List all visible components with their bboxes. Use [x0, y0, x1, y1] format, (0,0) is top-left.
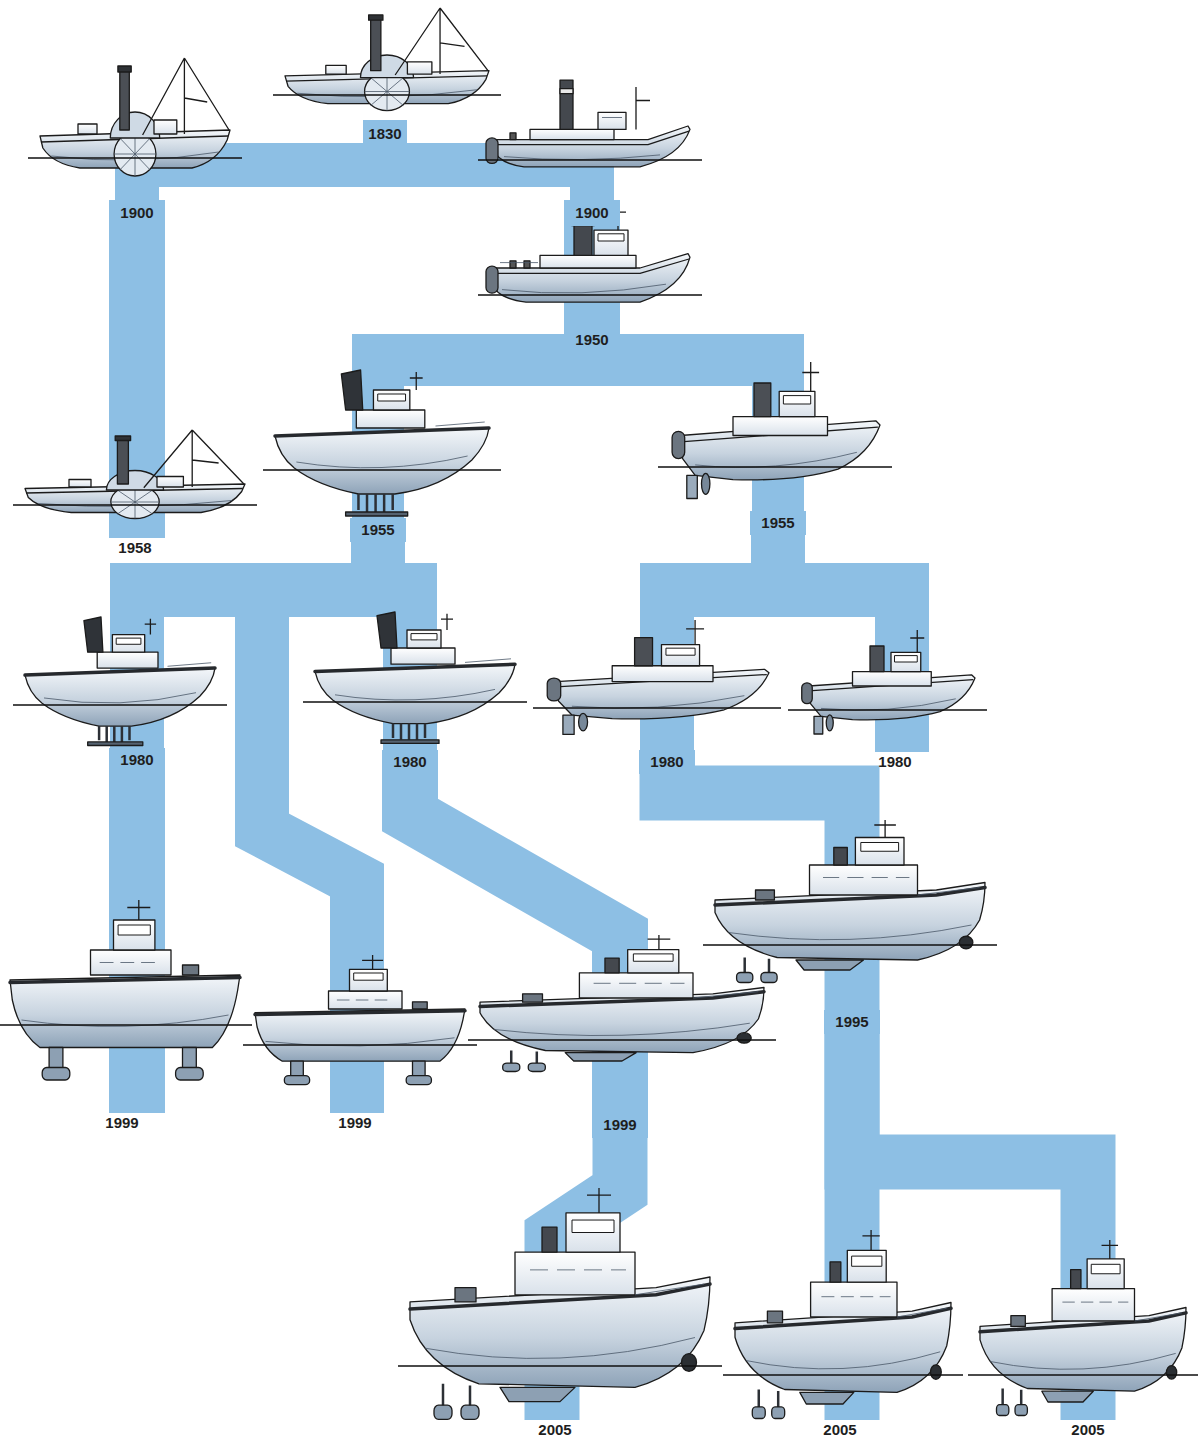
conventional-tug — [672, 362, 880, 499]
modern-tug — [715, 820, 985, 983]
lineage-band — [852, 1034, 1088, 1420]
year-label: 2005 — [1071, 1422, 1104, 1439]
lineage-band — [262, 542, 378, 1113]
tractor-tug — [255, 955, 465, 1085]
year-node-end: 2005 — [810, 1420, 870, 1440]
year-node-end: 1999 — [92, 1113, 152, 1133]
lineage-band — [385, 148, 592, 200]
year-label: 1958 — [118, 540, 151, 557]
year-label: 1900 — [575, 205, 608, 222]
voith-tug — [25, 617, 215, 745]
year-node: 1955 — [750, 511, 806, 535]
year-node-end: 1980 — [865, 752, 925, 772]
year-node-end: 2005 — [1058, 1420, 1118, 1440]
year-label: 1955 — [361, 522, 394, 539]
year-label: 1980 — [393, 754, 426, 771]
lineage-band — [552, 1138, 620, 1420]
year-node: 1950 — [564, 328, 620, 352]
year-node: 1995 — [824, 1010, 880, 1034]
paddle-tug — [40, 58, 230, 176]
paddle-tug — [25, 430, 245, 519]
lineage-band — [410, 774, 620, 1112]
year-node-end: 2005 — [525, 1420, 585, 1440]
year-label: 1999 — [603, 1117, 636, 1134]
modern-tug — [735, 1230, 951, 1419]
tractor-tug — [10, 900, 240, 1080]
modern-tug — [480, 935, 764, 1072]
screw-tug — [486, 80, 690, 167]
lineage-band — [564, 226, 620, 328]
voith-tug — [315, 612, 515, 743]
conventional-tug — [547, 620, 769, 734]
year-node-end: 1999 — [325, 1113, 385, 1133]
year-node: 1980 — [639, 750, 695, 774]
voith-tug — [275, 370, 489, 516]
year-node: 1830 — [363, 120, 407, 148]
year-label: 1955 — [761, 515, 794, 532]
year-node-end: 1958 — [100, 538, 170, 558]
lineage-band — [109, 226, 165, 538]
modern-tug — [410, 1188, 710, 1419]
year-node: 1980 — [109, 748, 165, 772]
year-label: 1999 — [338, 1115, 371, 1132]
lineage-band — [592, 352, 778, 511]
lineage-band — [667, 774, 852, 1010]
year-label: 1830 — [368, 126, 401, 143]
year-label: 1950 — [575, 332, 608, 349]
year-label: 1900 — [120, 205, 153, 222]
conventional-tug — [802, 630, 975, 734]
lineage-band — [378, 352, 592, 518]
lineage-band — [137, 148, 385, 200]
year-label: 1999 — [105, 1115, 138, 1132]
year-node: 1980 — [382, 750, 438, 774]
year-node: 1900 — [109, 200, 165, 226]
year-label: 1980 — [650, 754, 683, 771]
year-node: 1999 — [592, 1112, 648, 1138]
lineage-band — [778, 535, 902, 752]
year-label: 2005 — [538, 1422, 571, 1439]
modern-tug — [980, 1240, 1186, 1416]
waterline — [0, 95, 1198, 1375]
lineage-band — [378, 542, 410, 750]
screw-tug — [486, 205, 690, 302]
year-label: 2005 — [823, 1422, 856, 1439]
paddle-tug — [285, 8, 489, 111]
year-node: 1955 — [350, 518, 406, 542]
year-label: 1980 — [878, 754, 911, 771]
year-label: 1980 — [120, 752, 153, 769]
lineage-band — [109, 772, 165, 1113]
year-label: 1995 — [835, 1014, 868, 1031]
year-node: 1900 — [564, 200, 620, 226]
